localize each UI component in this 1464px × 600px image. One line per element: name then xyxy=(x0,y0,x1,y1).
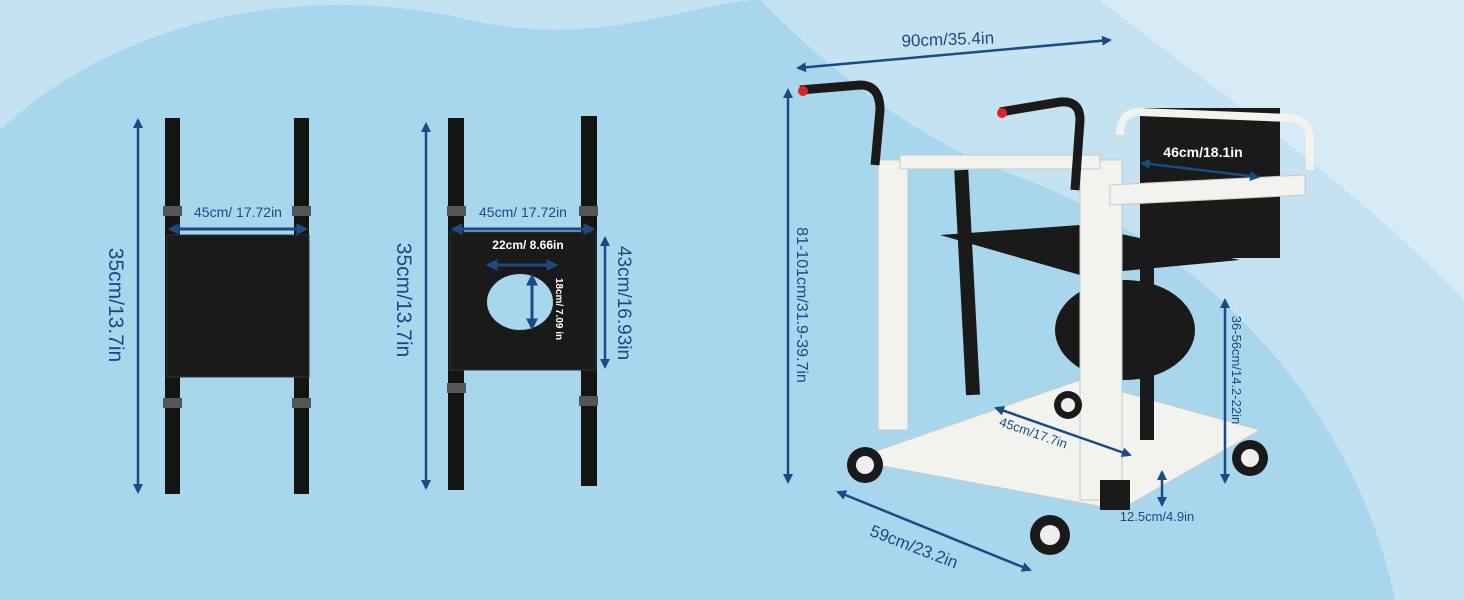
transfer-chair xyxy=(798,80,1314,555)
seat-height-label: 36-56cm/14.2-22in xyxy=(1229,316,1244,424)
inner-width-arrow xyxy=(994,405,1132,458)
sling-width-label: 45cm/ 17.72in xyxy=(194,204,282,220)
background-wave xyxy=(1100,0,1464,300)
hole-height-label: 18cm/ 7.09 in xyxy=(553,278,564,340)
chair-length-arrow xyxy=(796,35,1112,73)
hole-width-label: 22cm/ 8.66in xyxy=(492,238,563,252)
seat-width-arrow xyxy=(1140,158,1260,182)
sling-width-label: 45cm/ 17.72in xyxy=(479,204,567,220)
plain-sling xyxy=(163,118,311,494)
seat-width-label: 46cm/18.1in xyxy=(1163,144,1242,160)
clearance-label: 12.5cm/4.9in xyxy=(1120,509,1194,524)
commode-sling xyxy=(447,116,598,490)
base-depth-label: 59cm/23.2in xyxy=(867,521,960,572)
background-wave xyxy=(0,0,760,130)
chair-height-label: 81-101cm/31.9-39.7in xyxy=(793,227,810,383)
background-wave xyxy=(760,0,1464,600)
sling-height-label: 35cm/13.7in xyxy=(104,248,127,362)
chair-length-label: 90cm/35.4in xyxy=(901,28,994,50)
base-depth-arrow xyxy=(836,490,1032,572)
sling-height-label: 35cm/13.7in xyxy=(392,243,415,357)
panel-height-label: 43cm/16.93in xyxy=(613,246,634,360)
